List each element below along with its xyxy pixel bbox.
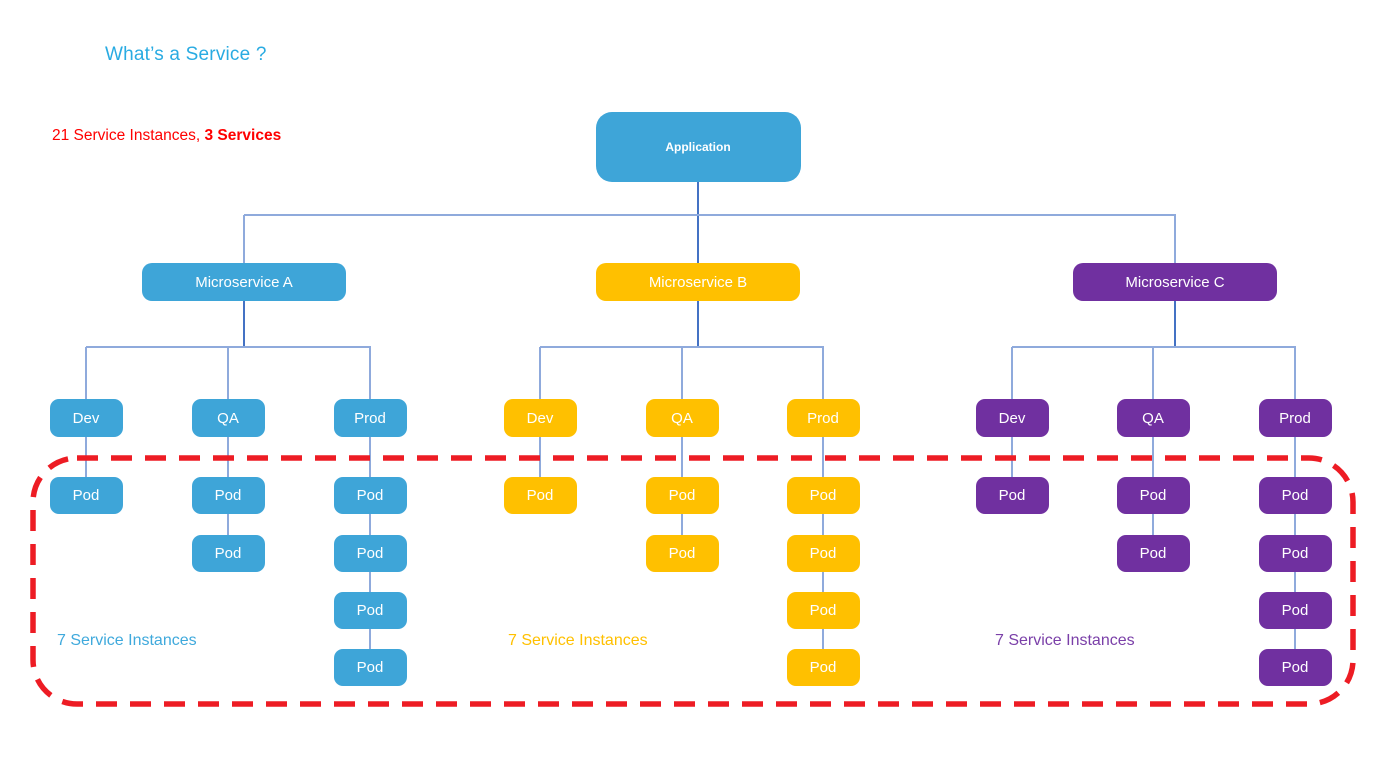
pod-node: Pod [1258,649,1332,686]
pod-node: Pod [503,477,577,514]
connector-line [822,437,824,477]
environment-node: QA [645,399,719,437]
pod-node: Pod [786,535,860,572]
pod-node: Pod [1116,535,1190,572]
pod-node: Pod [333,477,407,514]
environment-node: Dev [49,399,123,437]
application-node: Application [595,112,801,182]
connector-line [1011,347,1013,399]
connector-line [681,514,683,535]
connector-line [369,514,371,535]
service-instances-label: 7 Service Instances [57,632,197,649]
pod-node: Pod [1116,477,1190,514]
connector-line [85,347,87,399]
pod-node: Pod [333,535,407,572]
connector-line [822,572,824,592]
connector-line [1152,347,1154,399]
service-instances-label: 7 Service Instances [508,632,648,649]
connector-line [822,347,824,399]
environment-node: Prod [1258,399,1332,437]
connector-line [1294,514,1296,535]
connector-line [1174,215,1176,263]
pod-node: Pod [333,592,407,629]
page-title: What’s a Service ? [105,44,267,65]
connector-line [822,629,824,649]
connector-line [1012,346,1296,348]
pod-node: Pod [786,649,860,686]
connector-line [539,347,541,399]
pod-node: Pod [1258,477,1332,514]
environment-node: QA [191,399,265,437]
connector-line [1152,514,1154,535]
connector-line [227,347,229,399]
connector-line [1294,629,1296,649]
pod-node: Pod [1258,592,1332,629]
connector-line [1152,437,1154,477]
connector-line [1011,437,1013,477]
connector-line [681,347,683,399]
connector-line [369,437,371,477]
pod-node: Pod [786,477,860,514]
summary-prefix: 21 Service Instances, [52,127,205,144]
service-instances-label: 7 Service Instances [995,632,1135,649]
environment-node: Prod [786,399,860,437]
connector-line [681,437,683,477]
connector-line [369,572,371,592]
connector-line [227,437,229,477]
connector-line [1294,347,1296,399]
environment-node: Prod [333,399,407,437]
connector-line [822,514,824,535]
connector-line [1294,437,1296,477]
pod-node: Pod [1258,535,1332,572]
connector-line [369,347,371,399]
environment-node: Dev [975,399,1049,437]
pod-node: Pod [645,535,719,572]
pod-node: Pod [786,592,860,629]
microservice-node: Microservice C [1073,263,1277,301]
connector-line [369,629,371,649]
environment-node: QA [1116,399,1190,437]
connector-line [1294,572,1296,592]
connector-line [697,182,699,263]
connector-line [244,214,1176,216]
pod-node: Pod [975,477,1049,514]
pod-node: Pod [333,649,407,686]
environment-node: Dev [503,399,577,437]
microservice-node: Microservice A [142,263,346,301]
instance-count-summary: 21 Service Instances, 3 Services [52,127,281,145]
microservice-node: Microservice B [596,263,800,301]
connector-line [539,437,541,477]
pod-node: Pod [191,477,265,514]
connector-line [227,514,229,535]
pod-node: Pod [645,477,719,514]
connector-line [85,437,87,477]
summary-service-count: 3 Services [204,127,282,144]
connector-line [697,301,699,347]
connector-line [243,301,245,347]
pod-node: Pod [49,477,123,514]
connector-line [1174,301,1176,347]
connector-line [243,215,245,263]
pod-node: Pod [191,535,265,572]
